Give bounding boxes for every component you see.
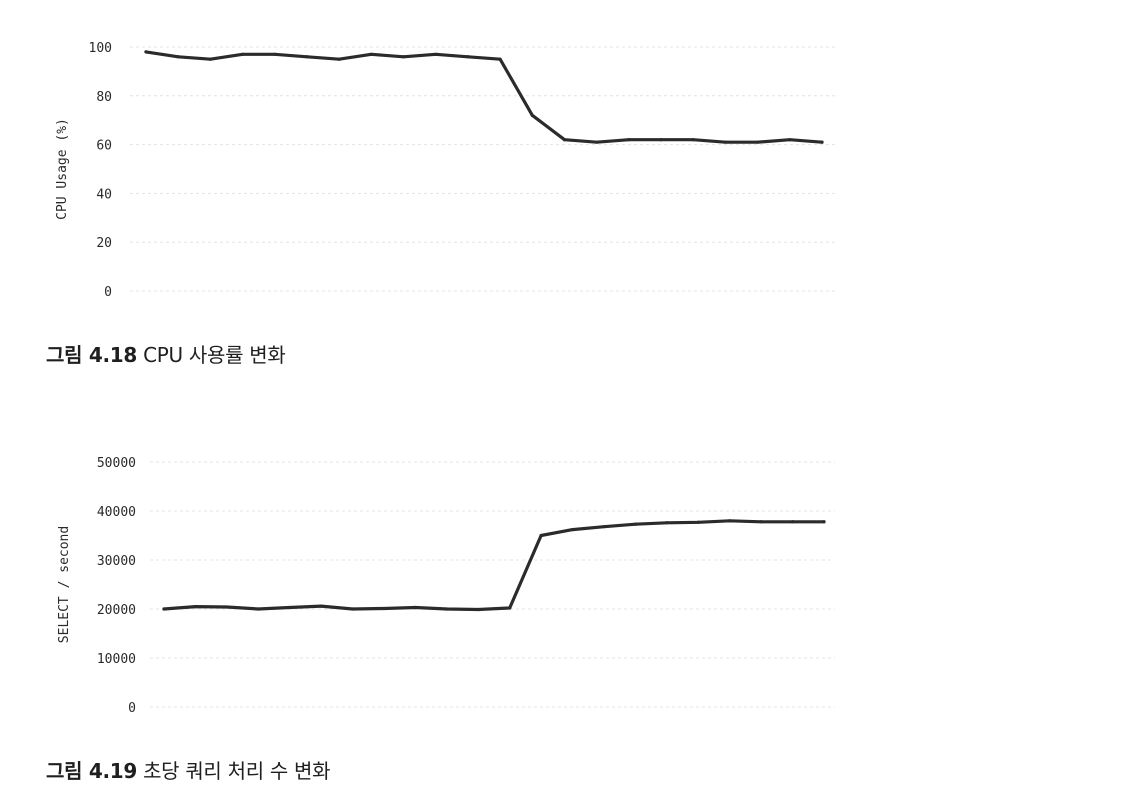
data-point [162, 607, 166, 611]
data-point [570, 528, 575, 532]
data-point [659, 138, 663, 142]
data-point [256, 607, 260, 611]
data-point [508, 606, 512, 610]
figure-caption-cpu: 그림 4.18 CPU 사용률 변화 [46, 339, 286, 368]
data-point [305, 55, 309, 59]
figure-title: 초당 쿼리 처리 수 변화 [143, 759, 331, 783]
figure-number: 그림 4.18 [46, 343, 138, 367]
data-point [319, 604, 323, 608]
data-point [696, 520, 700, 524]
data-point [288, 605, 292, 610]
series-line [162, 519, 826, 612]
data-point [176, 55, 180, 59]
data-point [602, 525, 606, 529]
data-point [790, 520, 795, 524]
data-point [562, 138, 567, 142]
y-tick-label: 30000 [97, 554, 136, 569]
data-point [759, 520, 763, 524]
data-point [193, 604, 198, 609]
data-point [822, 520, 826, 524]
data-point [820, 140, 824, 144]
y-tick-label: 20 [96, 236, 112, 251]
y-tick-label: 10000 [97, 652, 136, 667]
data-point [466, 55, 470, 59]
figure-title: CPU 사용률 변화 [143, 343, 286, 367]
figure-caption-select: 그림 4.19 초당 쿼리 처리 수 변화 [46, 755, 331, 784]
series-line [144, 50, 824, 144]
data-point [728, 519, 732, 523]
data-point [337, 57, 341, 61]
data-point [273, 52, 277, 56]
data-point [539, 533, 543, 538]
data-point [627, 138, 631, 142]
data-point [665, 521, 669, 525]
data-point [382, 606, 386, 611]
data-point [788, 138, 792, 142]
data-point [369, 52, 373, 56]
y-tick-label: 80 [96, 90, 112, 105]
data-point [756, 140, 760, 144]
data-point [445, 607, 449, 611]
y-tick-label: 40000 [97, 505, 136, 520]
data-point [633, 522, 638, 526]
y-axis-label: CPU Usage (%) [55, 118, 70, 220]
y-tick-label: 0 [104, 285, 112, 300]
data-point [723, 140, 728, 144]
data-point [498, 57, 502, 61]
data-point [530, 113, 534, 117]
y-tick-label: 40 [96, 187, 112, 202]
data-point [476, 607, 480, 612]
data-point [434, 52, 438, 56]
y-tick-label: 60 [96, 139, 112, 154]
data-point [225, 605, 229, 609]
y-tick-label: 20000 [97, 603, 136, 618]
y-tick-label: 0 [128, 701, 136, 716]
data-point [350, 607, 355, 611]
data-point [208, 57, 212, 61]
y-tick-label: 100 [89, 41, 112, 56]
figure-number: 그림 4.19 [46, 759, 138, 783]
data-point [691, 138, 695, 142]
data-point [240, 52, 245, 56]
y-axis-label: SELECT / second [57, 526, 72, 643]
data-point [144, 50, 148, 54]
data-point [413, 605, 418, 610]
data-point [401, 55, 406, 59]
data-point [595, 140, 599, 144]
y-tick-label: 50000 [97, 456, 136, 471]
